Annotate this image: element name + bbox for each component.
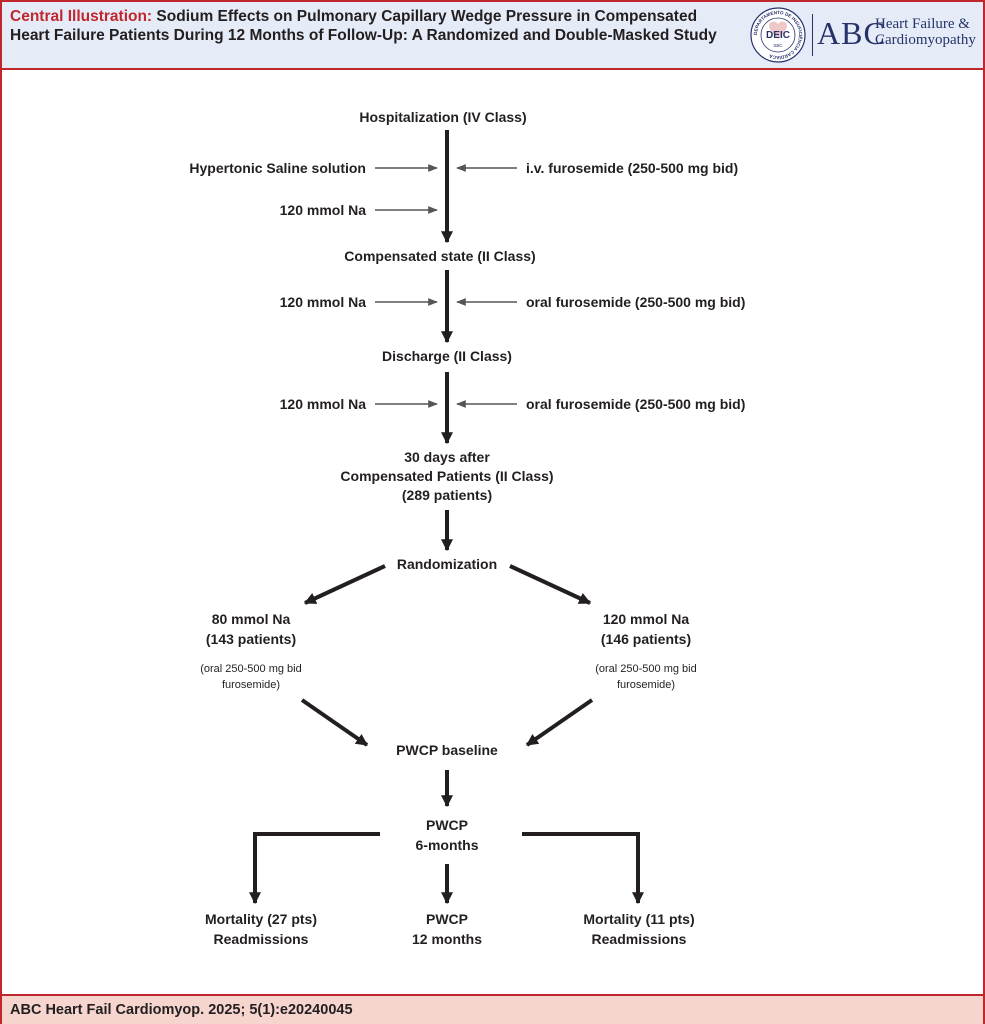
label-hypertonic-saline: Hypertonic Saline solution bbox=[189, 160, 366, 176]
node-hospitalization: Hospitalization (IV Class) bbox=[359, 109, 526, 125]
header-bar: Central Illustration: Sodium Effects on … bbox=[2, 2, 983, 70]
figure-title: Central Illustration: Sodium Effects on … bbox=[10, 7, 730, 45]
node-pwcp-12-months: PWCP 12 months bbox=[412, 911, 482, 947]
mortality-left-line1: Mortality (27 pts) bbox=[205, 911, 317, 927]
label-oral-furosemide-c: oral furosemide (250-500 mg bid) bbox=[526, 396, 745, 412]
node-30-days-line3: (289 patients) bbox=[402, 487, 492, 503]
journal-name: Heart Failure & Cardiomyopathy bbox=[875, 16, 976, 48]
pwcp-6-months-line1: PWCP bbox=[426, 817, 468, 833]
title-text: Sodium Effects on Pulmonary Capillary We… bbox=[10, 8, 717, 44]
left-arm-note-line1: (oral 250-500 mg bid bbox=[200, 663, 302, 675]
seal-small-text: SBC bbox=[773, 43, 783, 48]
node-left-arm: 80 mmol Na (143 patients) (oral 250-500 … bbox=[200, 611, 302, 691]
node-right-arm: 120 mmol Na (146 patients) (oral 250-500… bbox=[595, 611, 697, 691]
label-na-120-c: 120 mmol Na bbox=[280, 396, 367, 412]
node-30-days-line1: 30 days after bbox=[404, 449, 490, 465]
deic-seal-logo: DEPARTAMENTO DE INSUFICIÊNCIA CARDÍACA D… bbox=[750, 7, 806, 63]
label-na-120-a: 120 mmol Na bbox=[280, 202, 367, 218]
mortality-left-line2: Readmissions bbox=[214, 931, 309, 947]
node-30-days-line2: Compensated Patients (II Class) bbox=[340, 468, 553, 484]
journal-name-line1: Heart Failure & bbox=[875, 16, 970, 32]
journal-abbrev: ABC bbox=[817, 15, 886, 51]
left-arm-line2: (143 patients) bbox=[206, 631, 296, 647]
title-highlight: Central Illustration: bbox=[10, 8, 153, 25]
node-compensated-state: Compensated state (II Class) bbox=[344, 248, 535, 264]
node-pwcp-6-months: PWCP 6-months bbox=[416, 817, 479, 853]
label-oral-furosemide-b: oral furosemide (250-500 mg bid) bbox=[526, 294, 745, 310]
node-randomization: Randomization bbox=[397, 556, 497, 572]
arrow-left-arm-to-baseline bbox=[300, 698, 369, 747]
right-arm-note-line2: furosemide) bbox=[617, 679, 675, 691]
node-pwcp-baseline: PWCP baseline bbox=[396, 742, 498, 758]
right-arm-line2: (146 patients) bbox=[601, 631, 691, 647]
footer-bar: ABC Heart Fail Cardiomyop. 2025; 5(1):e2… bbox=[2, 994, 983, 1024]
left-arm-note-line2: furosemide) bbox=[222, 679, 280, 691]
mortality-right-line2: Readmissions bbox=[592, 931, 687, 947]
node-mortality-left: Mortality (27 pts) Readmissions bbox=[205, 911, 317, 947]
arrow-6months-to-mortality-left bbox=[249, 832, 380, 905]
arrow-randomization-to-left-arm bbox=[303, 564, 386, 605]
right-arm-line1: 120 mmol Na bbox=[603, 611, 690, 627]
left-arm-line1: 80 mmol Na bbox=[212, 611, 291, 627]
right-arm-note-line1: (oral 250-500 mg bid bbox=[595, 663, 697, 675]
logo-divider bbox=[812, 14, 813, 56]
arrow-right-arm-to-baseline bbox=[525, 698, 594, 747]
arrow-randomization-to-right-arm bbox=[509, 564, 592, 605]
node-30-days: 30 days after Compensated Patients (II C… bbox=[340, 449, 553, 503]
arrow-6months-to-mortality-right bbox=[522, 832, 644, 905]
journal-name-line2: Cardiomyopathy bbox=[875, 32, 976, 48]
heart-icon bbox=[769, 21, 787, 40]
pwcp-12-months-line1: PWCP bbox=[426, 911, 468, 927]
seal-center-text: DEIC bbox=[766, 30, 790, 41]
pwcp-12-months-line2: 12 months bbox=[412, 931, 482, 947]
node-discharge: Discharge (II Class) bbox=[382, 348, 512, 364]
pwcp-6-months-line2: 6-months bbox=[416, 837, 479, 853]
node-mortality-right: Mortality (11 pts) Readmissions bbox=[583, 911, 694, 947]
label-iv-furosemide: i.v. furosemide (250-500 mg bid) bbox=[526, 160, 738, 176]
mortality-right-line1: Mortality (11 pts) bbox=[583, 911, 694, 927]
label-na-120-b: 120 mmol Na bbox=[280, 294, 367, 310]
citation: ABC Heart Fail Cardiomyop. 2025; 5(1):e2… bbox=[10, 1002, 353, 1018]
